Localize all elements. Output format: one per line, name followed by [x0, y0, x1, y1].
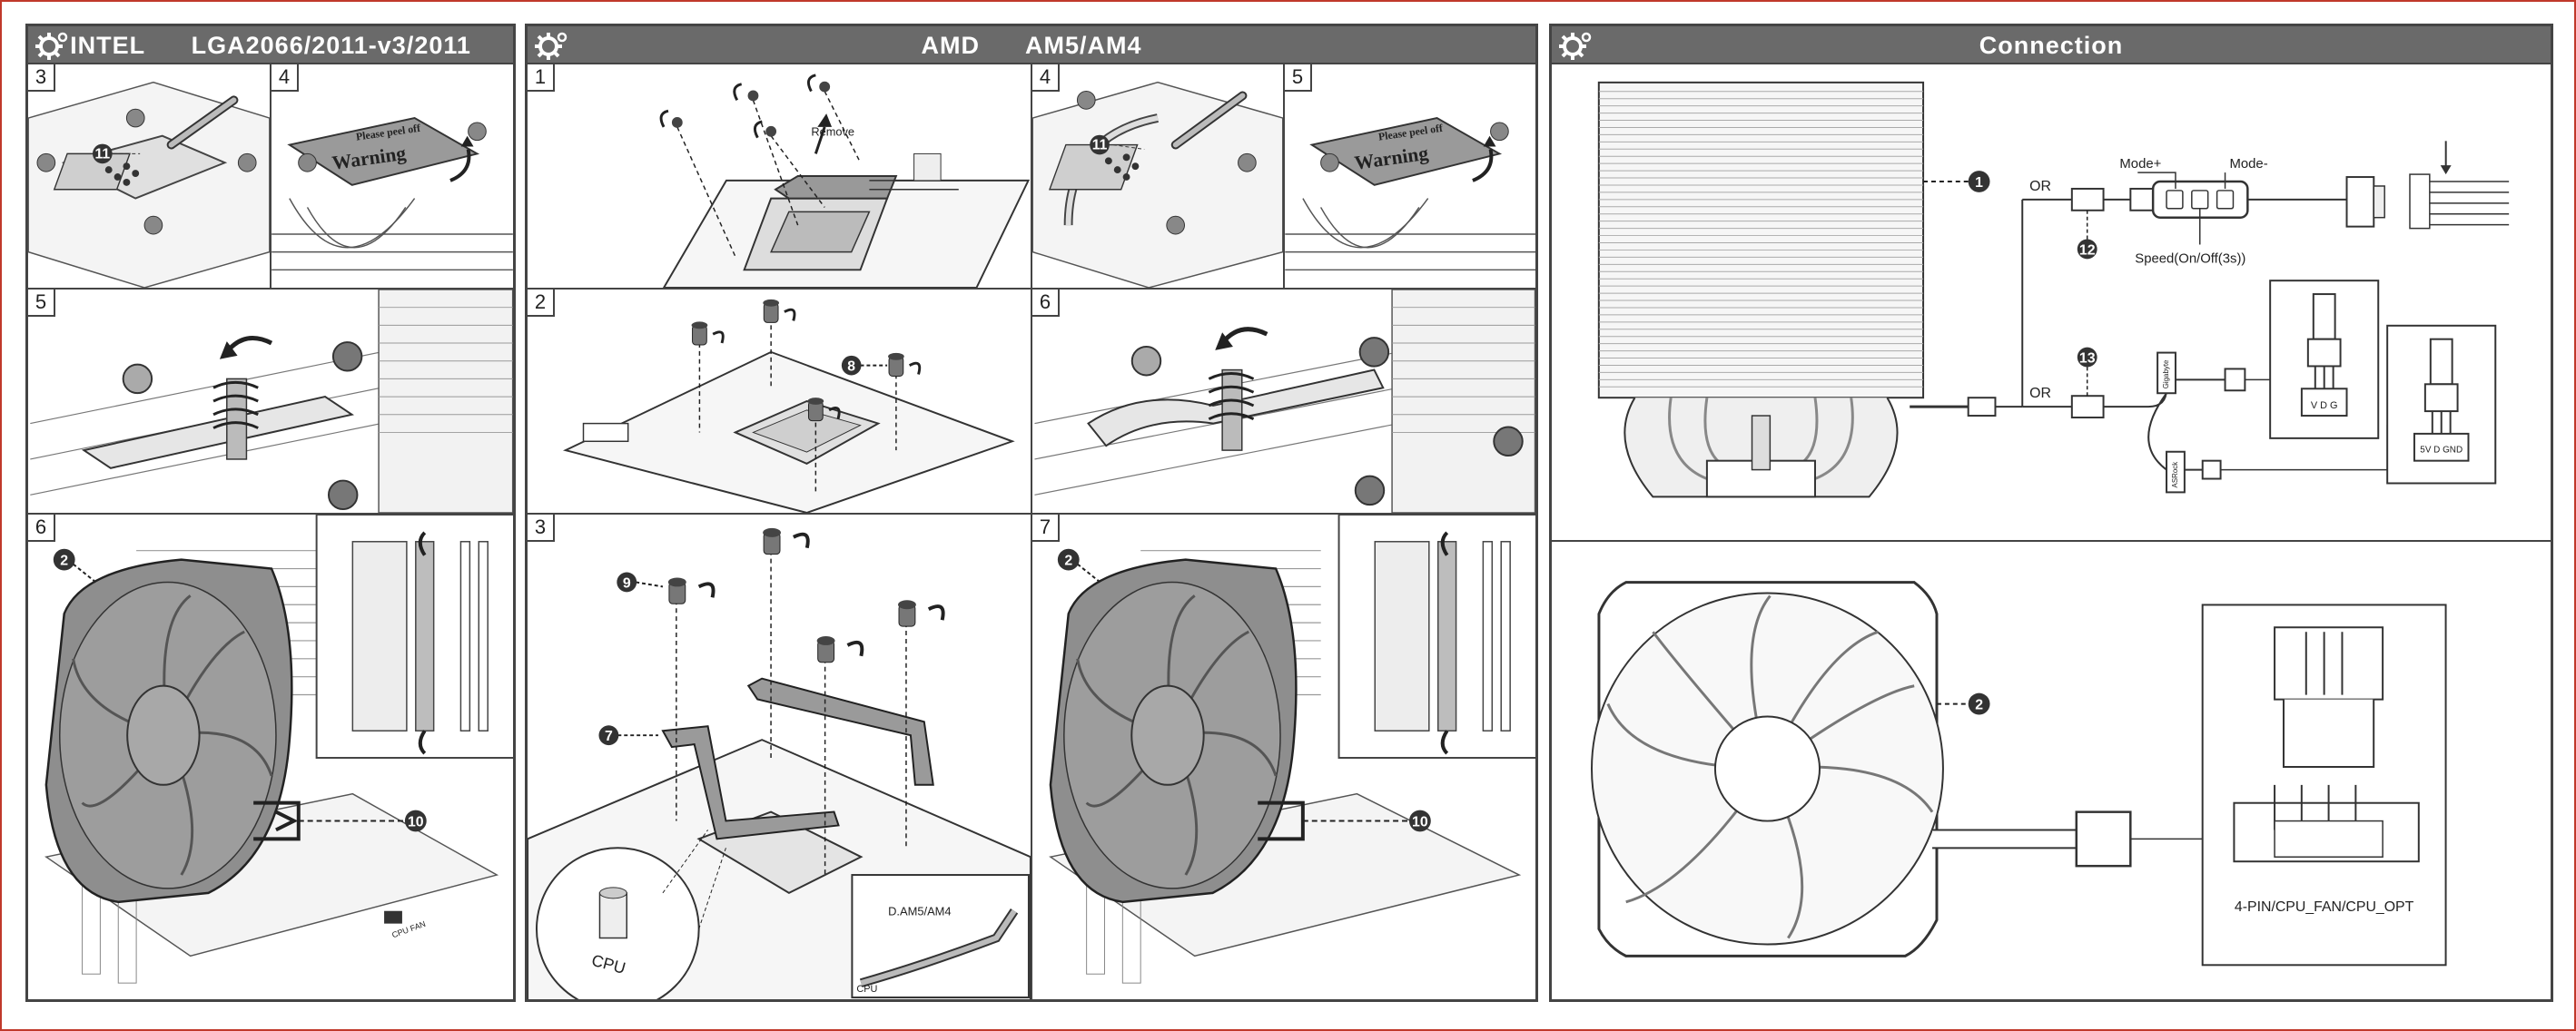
or-label-2: OR [2029, 386, 2051, 401]
callout-11-amd: 11 [1092, 137, 1108, 152]
fan-connector [2077, 812, 2131, 867]
amd-panel: AMD AM5/AM4 1 Remove [525, 24, 1538, 1002]
callout-8: 8 [847, 359, 855, 375]
amd-step-5: 5 Please peel off Warning [1283, 63, 1538, 290]
mount-bracket-illustration [28, 290, 515, 513]
remove-film-illustration: Please peel off Warning [271, 64, 513, 288]
amd-title-left: AMD [921, 32, 980, 59]
callout-2-fan: 2 [1975, 698, 1983, 713]
fan-install-illustration: 10 2 CPU FAN [28, 515, 515, 1001]
amd-remove-film-illustration: Please peel off Warning [1285, 64, 1537, 288]
step-number: 2 [528, 290, 555, 317]
cpu-label-inset: CPU [856, 984, 877, 995]
amd-fan-install-illustration: 10 2 [1032, 515, 1537, 1001]
amd-step-6: 6 [1031, 288, 1538, 515]
step-number: 7 [1032, 515, 1060, 542]
thermal-paste-illustration: 11 [28, 64, 270, 288]
callout-1: 1 [1975, 175, 1983, 191]
amd-title-right: AM5/AM4 [1025, 32, 1142, 59]
pin-header-label: 4-PIN/CPU_FAN/CPU_OPT [2235, 899, 2414, 915]
bracket-install-illustration: 9 7 CPU D.AM5/AM4 CPU [528, 515, 1031, 1001]
rgb-wiring-diagram: 1 OR OR 12 Mode+ Mode- [1552, 64, 2551, 540]
amd-step-3: 3 9 7 [526, 513, 1032, 1002]
callout-9: 9 [623, 575, 631, 591]
gear-icon [533, 30, 569, 61]
step-number: 3 [528, 515, 555, 542]
connection-title: Connection [1979, 32, 2124, 59]
step-number: 4 [271, 64, 299, 92]
intel-title-right: LGA2066/2011-v3/2011 [192, 32, 471, 59]
pins-gnd-label: 5V D GND [2420, 446, 2462, 456]
amd-step-4: 4 11 [1031, 63, 1285, 290]
gear-icon [1557, 30, 1594, 61]
mode-plus-label: Mode+ [2119, 157, 2161, 172]
or-label-1: OR [2029, 179, 2051, 194]
intel-header: INTEL LGA2066/2011-v3/2011 [28, 26, 513, 64]
callout-13: 13 [2079, 350, 2096, 366]
intel-step-5: 5 [26, 288, 516, 515]
step-number: 5 [28, 290, 55, 317]
step-number: 3 [28, 64, 55, 92]
callout-2-amd: 2 [1064, 554, 1072, 569]
connection-rgb: 1 OR OR 12 Mode+ Mode- [1550, 63, 2552, 542]
intel-step-3: 3 11 [26, 63, 271, 290]
asrock-label: ASRock [2171, 462, 2179, 488]
connection-header: Connection [1552, 26, 2551, 64]
gigabyte-label: Gigabyte [2162, 359, 2170, 388]
callout-2: 2 [60, 554, 68, 569]
callout-11: 11 [95, 146, 111, 162]
intel-step-6: 6 10 [26, 513, 516, 1002]
remove-retention-illustration: Remove [528, 64, 1031, 288]
amd-header: AMD AM5/AM4 [528, 26, 1535, 64]
amd-step-2: 2 8 [526, 288, 1032, 515]
fan-wiring-diagram: 2 4-PIN/CPU_FAN/CPU_OPT [1552, 542, 2551, 1001]
intel-step-4: 4 Please peel off Warning [270, 63, 515, 290]
mode-minus-label: Mode- [2230, 157, 2268, 172]
gear-icon [34, 30, 70, 61]
amd-thermal-paste-illustration: 11 [1032, 64, 1283, 288]
amd-mount-illustration [1032, 290, 1537, 513]
callout-7: 7 [605, 729, 613, 744]
step-number: 1 [528, 64, 555, 92]
intel-title-left: INTEL [70, 32, 145, 59]
callout-10-amd: 10 [1412, 814, 1428, 830]
connection-panel: Connection 1 OR OR [1549, 24, 2553, 1002]
pins-vdg-label: V D G [2311, 400, 2338, 411]
step-number: 6 [28, 515, 55, 542]
speed-label: Speed(On/Off(3s)) [2135, 251, 2245, 266]
step-number: 6 [1032, 290, 1060, 317]
intel-panel: INTEL LGA2066/2011-v3/2011 3 11 4 [25, 24, 516, 1002]
connection-fan: 2 4-PIN/CPU_FAN/CPU_OPT [1550, 540, 2552, 1002]
callout-10: 10 [408, 814, 424, 830]
amd-step-1: 1 Remove [526, 63, 1032, 290]
callout-12: 12 [2079, 242, 2096, 258]
standoff-illustration: 8 [528, 290, 1031, 513]
step-number: 5 [1285, 64, 1312, 92]
amd-step-7: 7 10 2 [1031, 513, 1538, 1002]
step-number: 4 [1032, 64, 1060, 92]
am5-am4-label: D.AM5/AM4 [888, 905, 951, 918]
